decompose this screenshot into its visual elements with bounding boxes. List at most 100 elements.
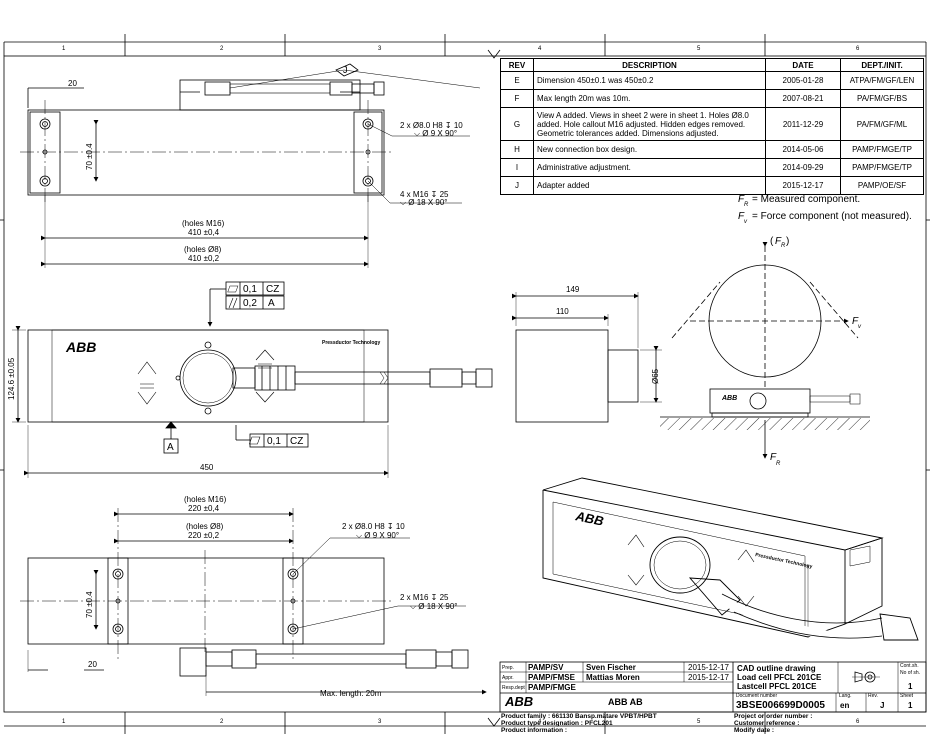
drawing-title-1: CAD outline drawing xyxy=(737,664,816,673)
dim-65: Ø65 xyxy=(651,368,660,384)
dim-70-top: 70 ±0.4 xyxy=(85,143,94,170)
force-fv: F xyxy=(852,316,859,327)
zone-3: 3 xyxy=(378,46,382,52)
holes-m16-label: (holes M16) xyxy=(182,219,225,228)
holes-8-label: (holes Ø8) xyxy=(184,245,222,254)
zone-5-bottom: 5 xyxy=(697,719,701,725)
abb-logo-title: ABB xyxy=(505,694,534,709)
table-row: I Administrative adjustment. 2014-09-29 … xyxy=(500,158,924,177)
svg-text:R: R xyxy=(776,461,781,467)
zone-2-bottom: 2 xyxy=(220,719,224,725)
tol1-ref: CZ xyxy=(266,284,279,295)
sheet-value: 1 xyxy=(908,701,913,710)
rev-label: Rev. xyxy=(868,693,878,699)
abb-logo-front: ABB xyxy=(65,339,96,355)
lang-label: Lang. xyxy=(839,693,852,699)
table-row: E Dimension 450±0.1 was 450±0.2 2005-01-… xyxy=(500,71,924,90)
doc-number: 3BSE006699D0005 xyxy=(736,700,825,711)
appr-date: 2015-12-17 xyxy=(688,673,729,682)
title-block-frame xyxy=(499,661,927,713)
company-name: ABB AB xyxy=(608,697,643,707)
resp-dept: PAMP/FMGE xyxy=(528,683,576,692)
prep-name: Sven Fischer xyxy=(586,663,636,672)
svg-text:(: ( xyxy=(770,236,774,247)
table-row: J Adapter added 2015-12-17 PAMP/OE/SF xyxy=(500,176,924,195)
rev-value: J xyxy=(880,701,885,710)
legend-fr-text: = Measured component. xyxy=(752,194,860,205)
lang-value: en xyxy=(840,701,850,710)
tag-iso: Pressductor Technology xyxy=(755,552,813,570)
legend-fr-symbol: F xyxy=(738,194,745,205)
force-fr-top: F xyxy=(775,236,782,247)
tol2-value: 0,2 xyxy=(243,298,257,309)
svg-text:v: v xyxy=(858,324,862,330)
zone-1-bottom: 1 xyxy=(62,719,66,725)
table-row: H New connection box design. 2014-05-06 … xyxy=(500,140,924,159)
nosh-label: No of sh. xyxy=(900,670,921,676)
length-dim: 450 xyxy=(200,463,214,472)
nosh-value: 1 xyxy=(908,682,913,691)
table-row: G View A added. Views in sheet 2 were in… xyxy=(500,107,924,141)
doc-number-label: Document number xyxy=(736,693,778,699)
prep-label: Prep. xyxy=(502,665,514,671)
svg-text:R: R xyxy=(744,202,749,208)
order-number: Project or order number : xyxy=(734,713,813,720)
sheet-frame xyxy=(0,34,930,734)
bottom-view-labels: (holes M16) 220 ±0,4 (holes Ø8) 220 ±0,2… xyxy=(85,495,458,698)
tol3-ref: CZ xyxy=(290,436,303,447)
bot-callout2-b: ⌵ Ø 18 X 90° xyxy=(410,602,458,611)
view-j-label: J xyxy=(343,65,348,75)
callout-m16-b: ⌵ Ø 18 X 90° xyxy=(400,198,448,207)
force-legend: F R = Measured component. F v = Force co… xyxy=(738,194,912,225)
bot-holes-8-dim: 220 ±0,2 xyxy=(188,531,220,540)
modify-date: Modify date : xyxy=(734,727,775,734)
appr-dept: PAMP/FMSE xyxy=(528,673,575,682)
revision-table: REV DESCRIPTION DATE DEPT./INIT. E Dimen… xyxy=(500,58,924,195)
legend-fv-text: = Force component (not measured). xyxy=(752,211,912,222)
abb-logo-iso: ABB xyxy=(573,508,605,529)
height-dim: 124.6 ±0.05 xyxy=(7,357,16,400)
zone-6: 6 xyxy=(856,46,860,52)
callout-hole8-a: 2 x Ø8.0 H8 ↧ 10 xyxy=(400,121,463,130)
prep-date: 2015-12-17 xyxy=(688,663,729,672)
legend-fv-symbol: F xyxy=(738,211,745,222)
zone-numbers-top: 1 2 3 4 5 6 xyxy=(62,46,860,52)
dim-110: 110 xyxy=(556,307,569,316)
product-info: Product information : xyxy=(501,727,568,734)
product-family: Product family : 661130 Bansp.mätare VPB… xyxy=(501,713,657,720)
zone-1: 1 xyxy=(62,46,66,52)
force-diagram: ABB xyxy=(660,242,870,459)
cont-label: Cont.sh. xyxy=(900,663,919,669)
date-col-header: DATE xyxy=(765,58,841,72)
zone-6-bottom: 6 xyxy=(856,719,860,725)
sheet-label: Sheet xyxy=(900,693,914,699)
zone-numbers-bottom: 1 2 3 4 5 6 xyxy=(62,719,860,725)
side-view xyxy=(512,292,662,423)
zone-3-bottom: 3 xyxy=(378,719,382,725)
front-view xyxy=(12,281,493,478)
abb-logo-small: ABB xyxy=(721,395,737,402)
prep-dept: PAMP/SV xyxy=(528,663,564,672)
zone-4: 4 xyxy=(538,46,542,52)
iso-view: ABB Pressductor Technology xyxy=(542,477,919,645)
zone-4-bottom: 4 xyxy=(538,719,542,725)
top-view-labels: 20 70 ±0.4 (holes M16) 410 ±0,4 (holes Ø… xyxy=(68,65,463,263)
bot-holes-8-label: (holes Ø8) xyxy=(186,522,224,531)
customer-ref: Customer reference : xyxy=(734,720,800,727)
max-length: Max. length: 20m xyxy=(320,689,382,698)
top-view xyxy=(20,63,481,268)
dim-20-top: 20 xyxy=(68,79,77,88)
force-labels: ( F R ) F v F R xyxy=(770,236,862,467)
holes-m16-dim: 410 ±0,4 xyxy=(188,228,220,237)
dim-149: 149 xyxy=(566,285,580,294)
zone-2: 2 xyxy=(220,46,224,52)
bot-callout1-a: 2 x Ø8.0 H8 ↧ 10 xyxy=(342,522,405,531)
bot-dim-70: 70 ±0.4 xyxy=(85,591,94,618)
bot-callout2-a: 2 x M16 ↧ 25 xyxy=(400,593,449,602)
bot-callout1-b: ⌵ Ø 9 X 90° xyxy=(356,531,399,540)
tol3-value: 0,1 xyxy=(267,436,281,447)
svg-text:): ) xyxy=(786,236,789,247)
product-type: Product type designation : PFCL201 xyxy=(501,720,613,727)
dept-col-header: DEPT./INIT. xyxy=(840,58,924,72)
rev-col-header: REV xyxy=(500,58,534,72)
